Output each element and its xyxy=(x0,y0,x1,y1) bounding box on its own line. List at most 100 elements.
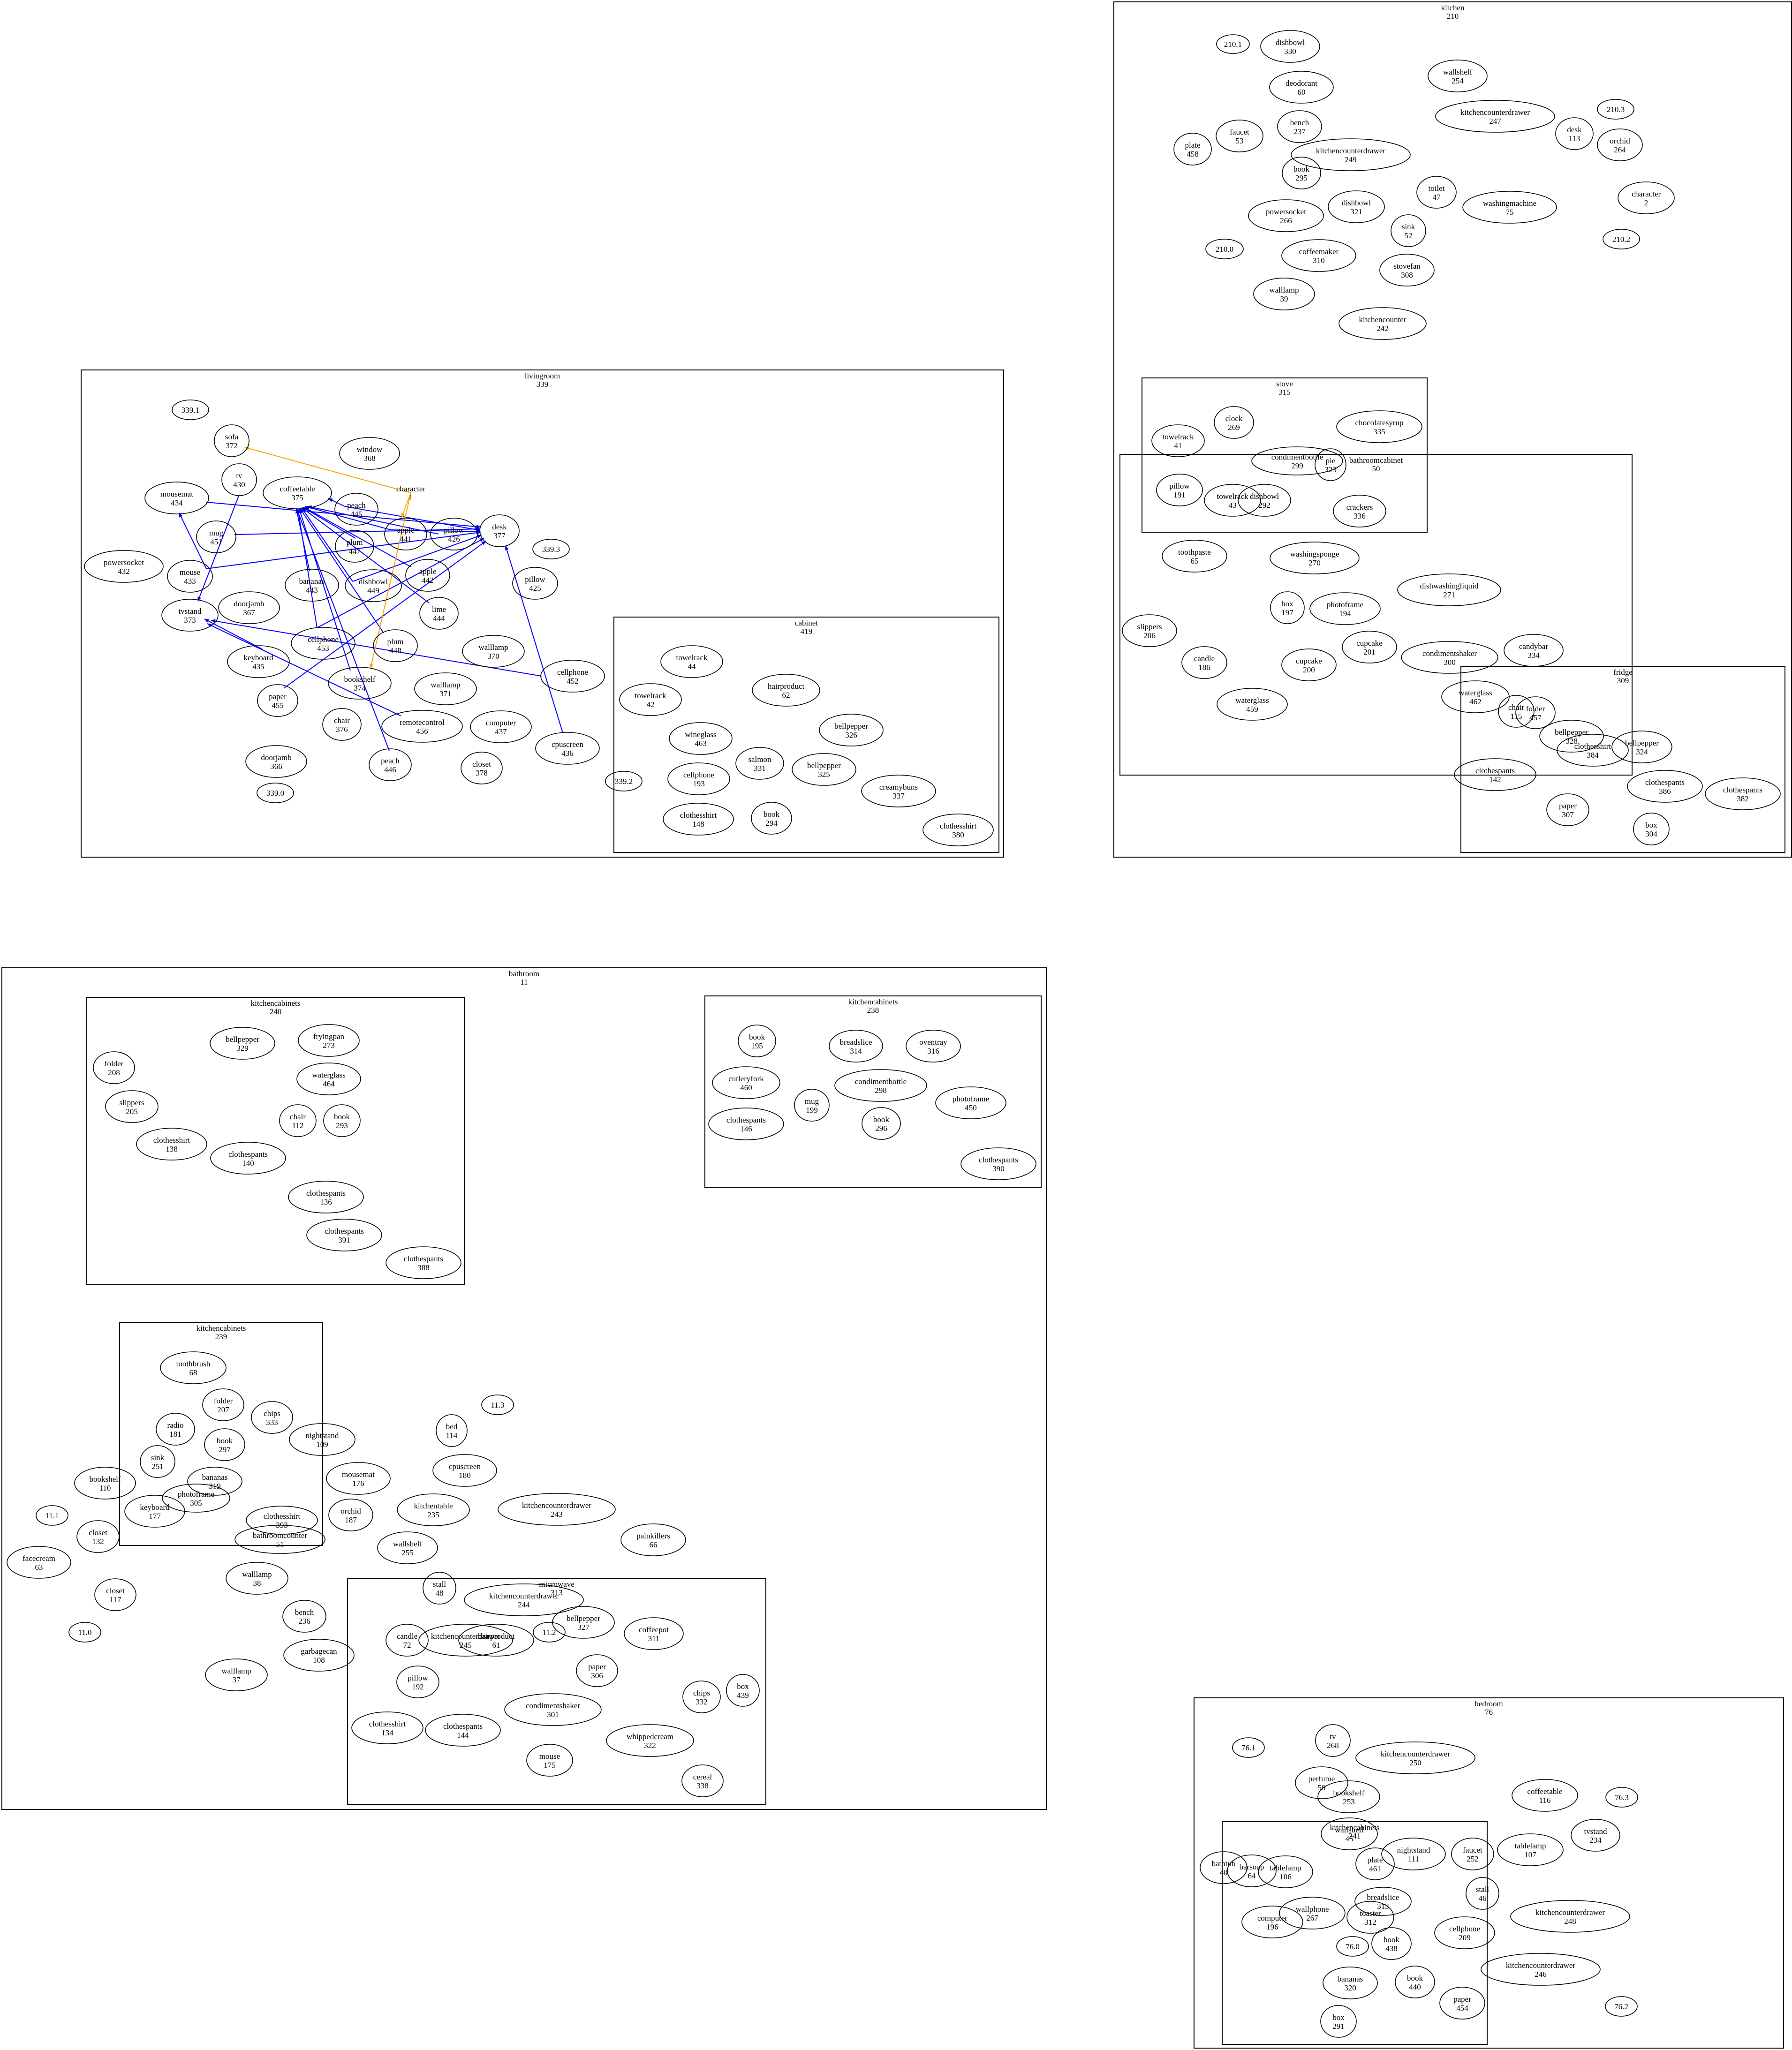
node-b-11-2[interactable]: 11.2 xyxy=(533,1622,566,1643)
node-l-339-0[interactable]: 339.0 xyxy=(257,783,294,803)
node-r-76-2[interactable]: 76.2 xyxy=(1605,1996,1638,2017)
node-l-339-3[interactable]: 339.3 xyxy=(532,539,570,559)
node-k-210-1[interactable]: 210.1 xyxy=(1216,34,1250,54)
node-k-210-2[interactable]: 210.2 xyxy=(1603,229,1640,249)
node-b-11-1[interactable]: 11.1 xyxy=(36,1505,68,1526)
node-r-76-1[interactable]: 76.1 xyxy=(1232,1737,1265,1758)
node-b-11-0[interactable]: 11.0 xyxy=(68,1622,101,1643)
node-r-76-3[interactable]: 76.3 xyxy=(1605,1787,1638,1808)
node-l-339-2[interactable]: 339.2 xyxy=(605,771,643,791)
